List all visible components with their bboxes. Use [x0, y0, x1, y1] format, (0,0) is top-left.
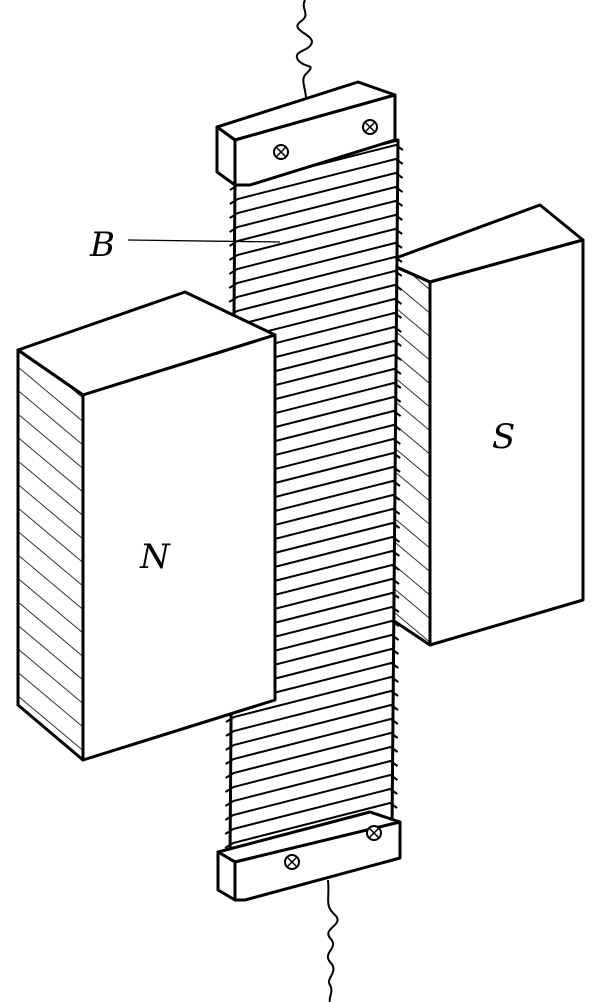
coil-winding	[224, 745, 399, 793]
coil-winding	[229, 185, 404, 233]
coil-label: B	[89, 225, 115, 265]
coil-winding	[228, 227, 403, 275]
north-pole-label: N	[139, 537, 171, 577]
label-leader-line	[127, 239, 281, 243]
coil-winding	[228, 255, 403, 303]
coil-winding	[225, 731, 399, 779]
coil-winding	[225, 717, 399, 765]
coil-winding	[229, 171, 404, 219]
bottom-lead-wire	[327, 879, 339, 1002]
n-magnet: N	[16, 290, 277, 762]
coil-winding	[228, 241, 403, 289]
s-magnet: S	[383, 203, 585, 647]
coil-winding	[225, 703, 399, 751]
south-pole-label: S	[492, 417, 515, 457]
coil-winding	[224, 773, 398, 821]
coil-winding	[224, 759, 399, 807]
top-lead-wire	[295, 0, 314, 111]
coil-winding	[228, 199, 403, 247]
coil-winding	[228, 213, 403, 261]
bottom-clamp	[216, 810, 402, 902]
coil-winding	[229, 157, 404, 205]
coil-winding	[225, 689, 399, 737]
coil-winding	[224, 801, 398, 849]
coil-winding	[224, 787, 398, 835]
top-clamp	[215, 80, 397, 187]
coil-winding	[225, 675, 399, 723]
